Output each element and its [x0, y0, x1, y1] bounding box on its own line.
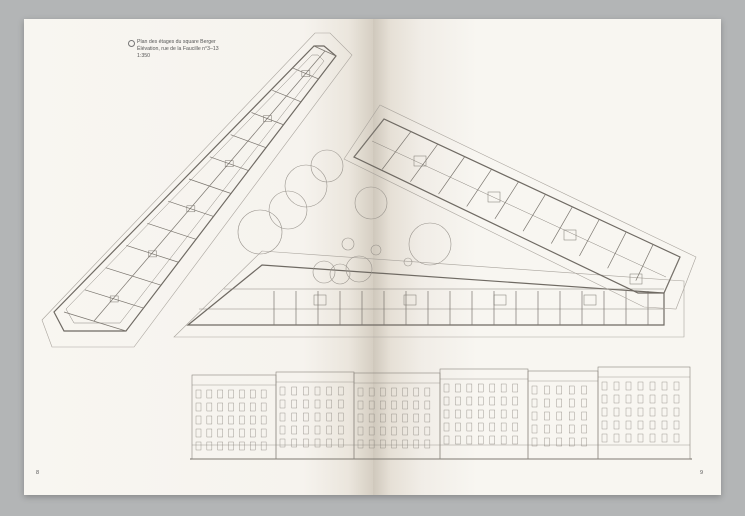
floor-plan-wing-right	[343, 104, 697, 310]
architectural-drawing	[41, 32, 697, 460]
figure-caption: Plan des étages du square Berger Élévati…	[128, 39, 219, 60]
caption-line-3: 1:350	[137, 53, 150, 59]
page-number-right: 9	[700, 470, 704, 476]
right-page: 9	[373, 19, 721, 495]
caption-marker-icon	[128, 40, 135, 47]
floor-plan-wing-lower	[173, 250, 685, 338]
caption-line-1: Plan des étages du square Berger	[137, 39, 216, 45]
page-number-left: 8	[36, 470, 40, 476]
street-elevation	[190, 366, 692, 460]
book-spread: Plan des étages du square Berger Élévati…	[24, 19, 721, 495]
courtyard-trees	[237, 149, 452, 285]
caption-line-2: Élévation, rue de la Faucille n°3–13	[137, 46, 219, 52]
floor-plan-wing-diagonal	[41, 32, 353, 348]
